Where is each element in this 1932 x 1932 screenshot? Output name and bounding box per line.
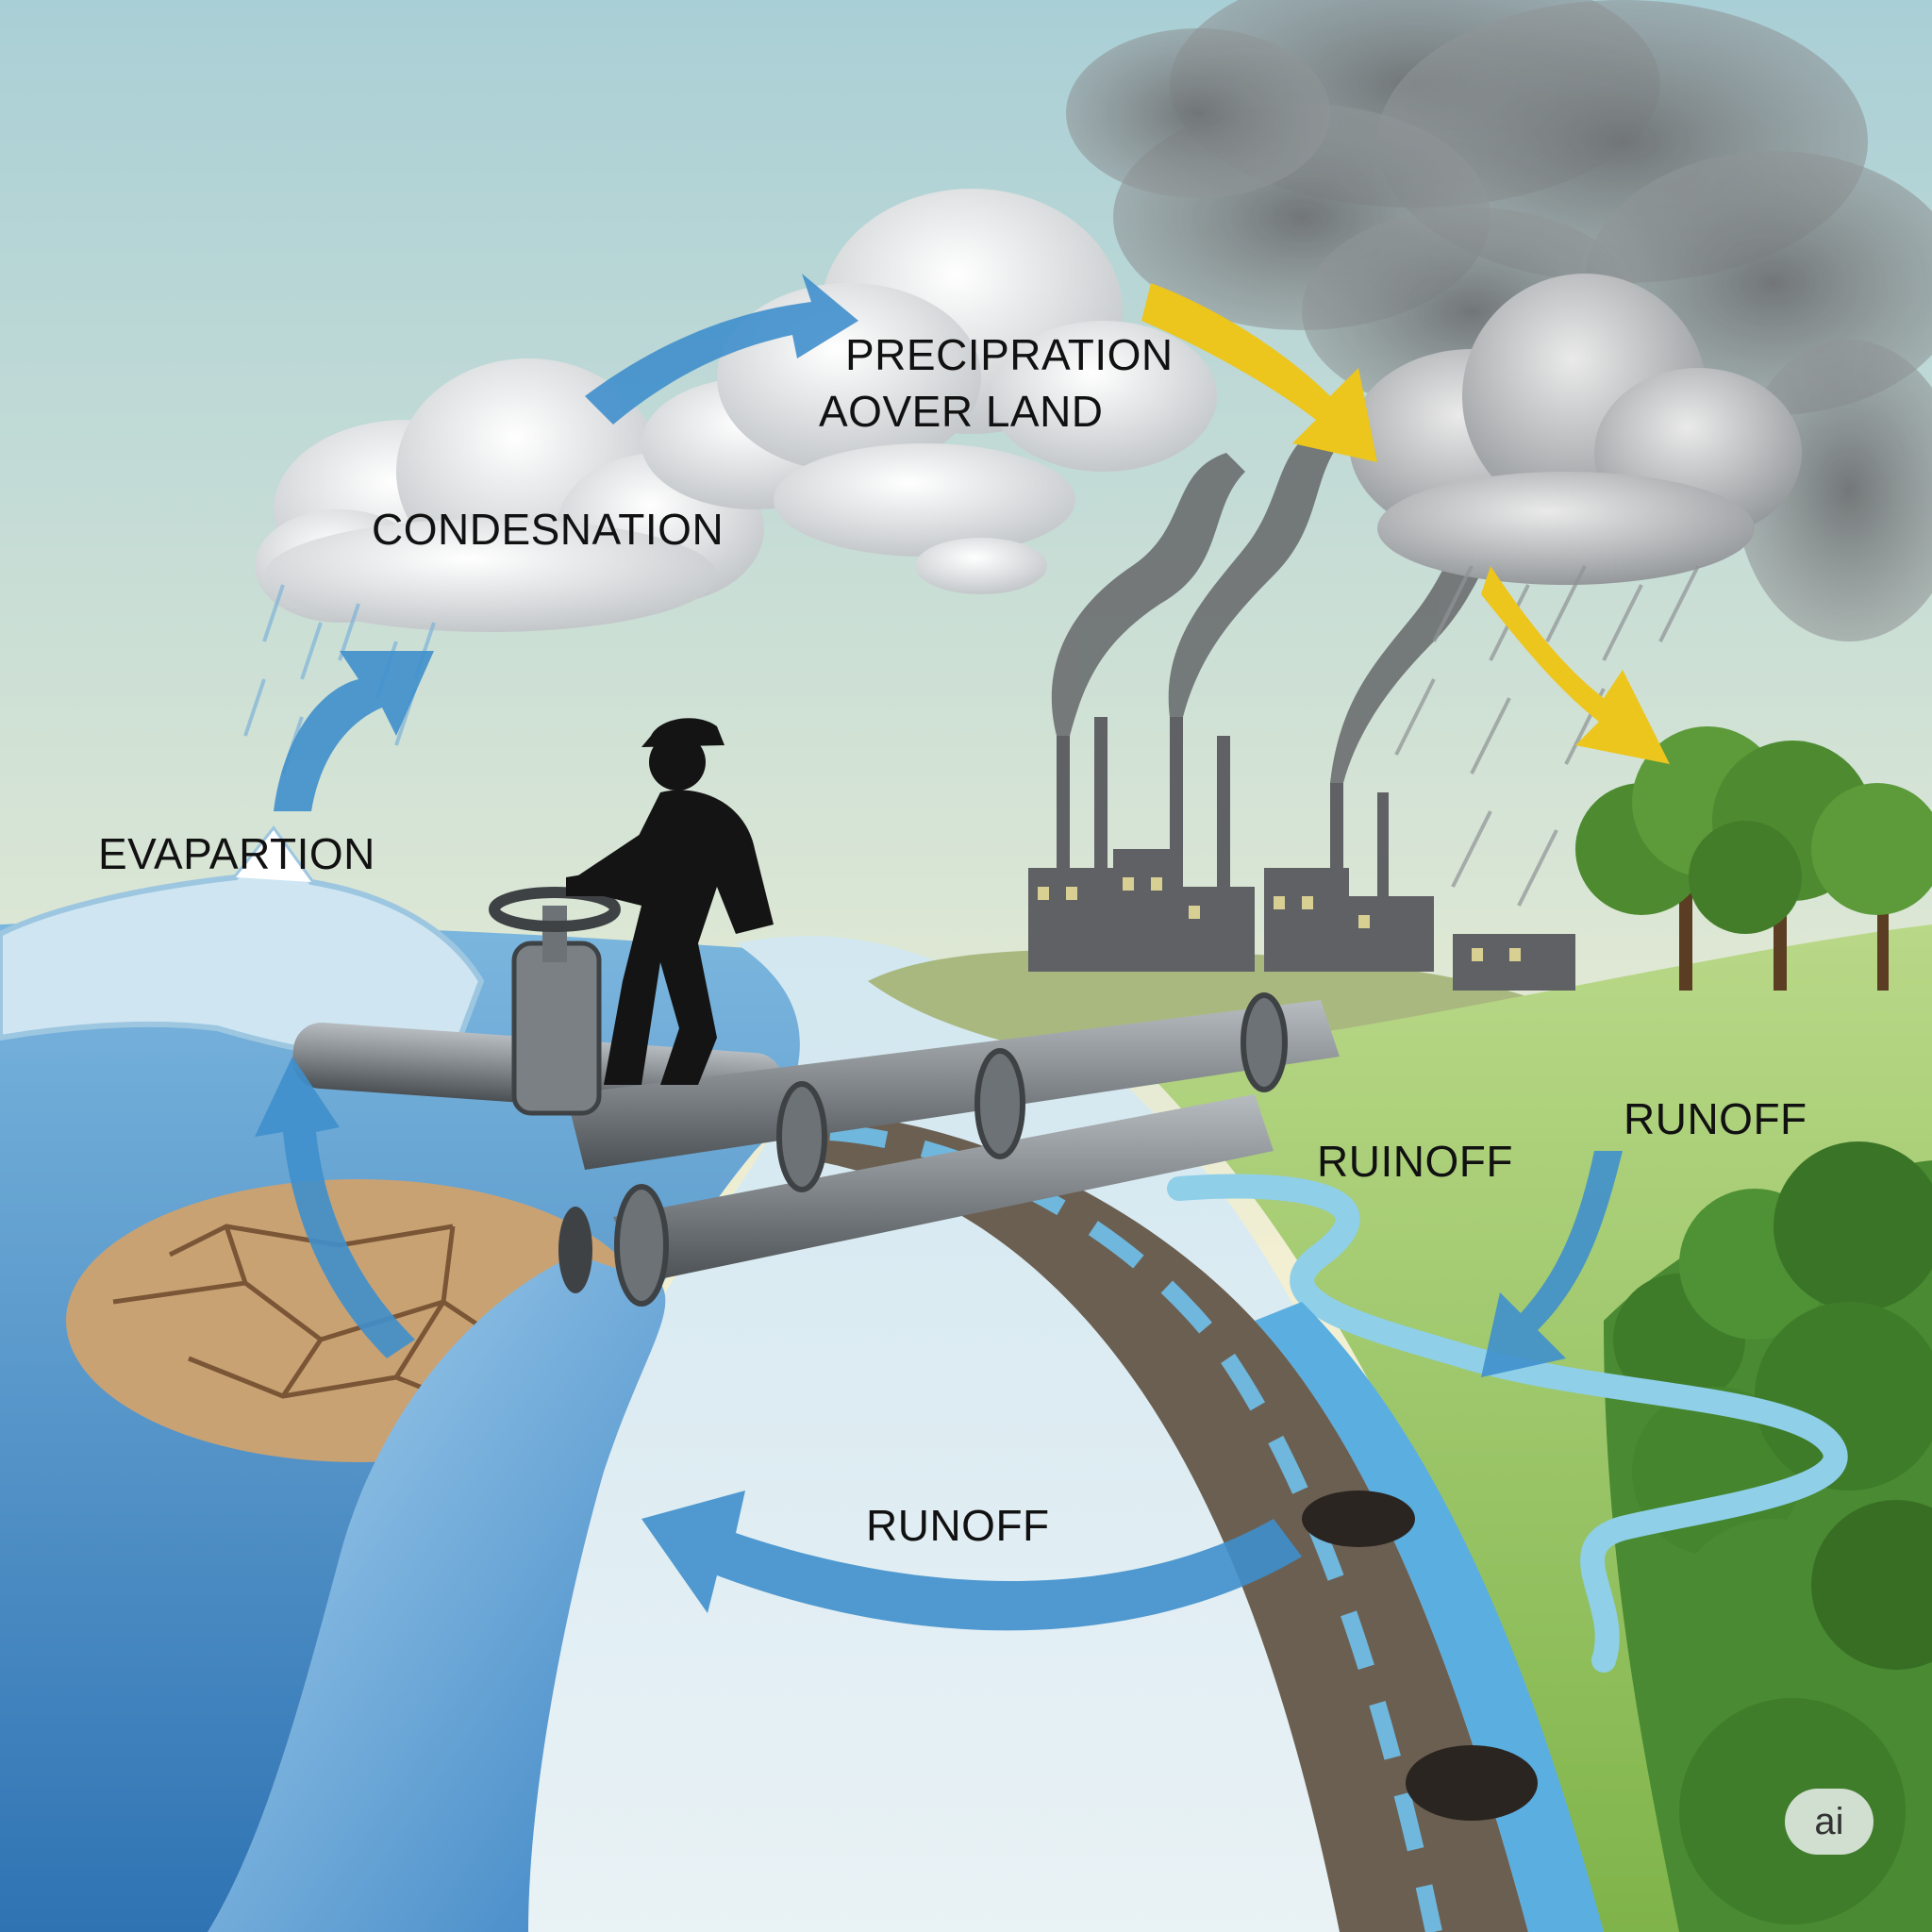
label-runoff-right: RUNOFF: [1624, 1094, 1807, 1143]
pipe-network: [292, 887, 1340, 1307]
storm-rain: [1394, 565, 1700, 907]
label-condensation: CONDESNATION: [372, 505, 724, 554]
label-precipitation-line2: AOVER LAND: [819, 387, 1104, 436]
glacier-peak: [236, 830, 311, 882]
label-evaporation: EVAPARTION: [98, 829, 375, 878]
arrow-runoff-right: [1481, 1151, 1623, 1377]
trees: [1575, 726, 1932, 991]
arrow-precipitation-yellow: [1141, 283, 1377, 462]
debris: [1302, 1491, 1415, 1547]
label-runoff-bottom: RUNOFF: [866, 1501, 1050, 1550]
arrow-runoff-bottom: [641, 1491, 1302, 1631]
label-precipitation-line1: PRECIPRATION: [845, 330, 1174, 379]
debris: [1406, 1745, 1538, 1821]
factory: [1028, 717, 1575, 991]
forest: [1604, 1141, 1932, 1932]
ai-badge: ai: [1785, 1789, 1874, 1855]
stream: [1167, 1174, 1848, 1673]
label-runoff-middle: RUINOFF: [1317, 1137, 1513, 1186]
worker-silhouette: [566, 718, 774, 1085]
arrow-evaporation: [274, 651, 434, 811]
arrow-rain-yellow: [1481, 566, 1670, 764]
storm-cloud: [1349, 274, 1802, 585]
waterfall: [208, 1255, 666, 1932]
polluted-stream: [811, 1113, 1528, 1932]
arrow-condensation-to-precipitation: [585, 274, 858, 425]
arrow-return-to-ocean: [255, 1057, 415, 1358]
glacier: [0, 825, 485, 1062]
